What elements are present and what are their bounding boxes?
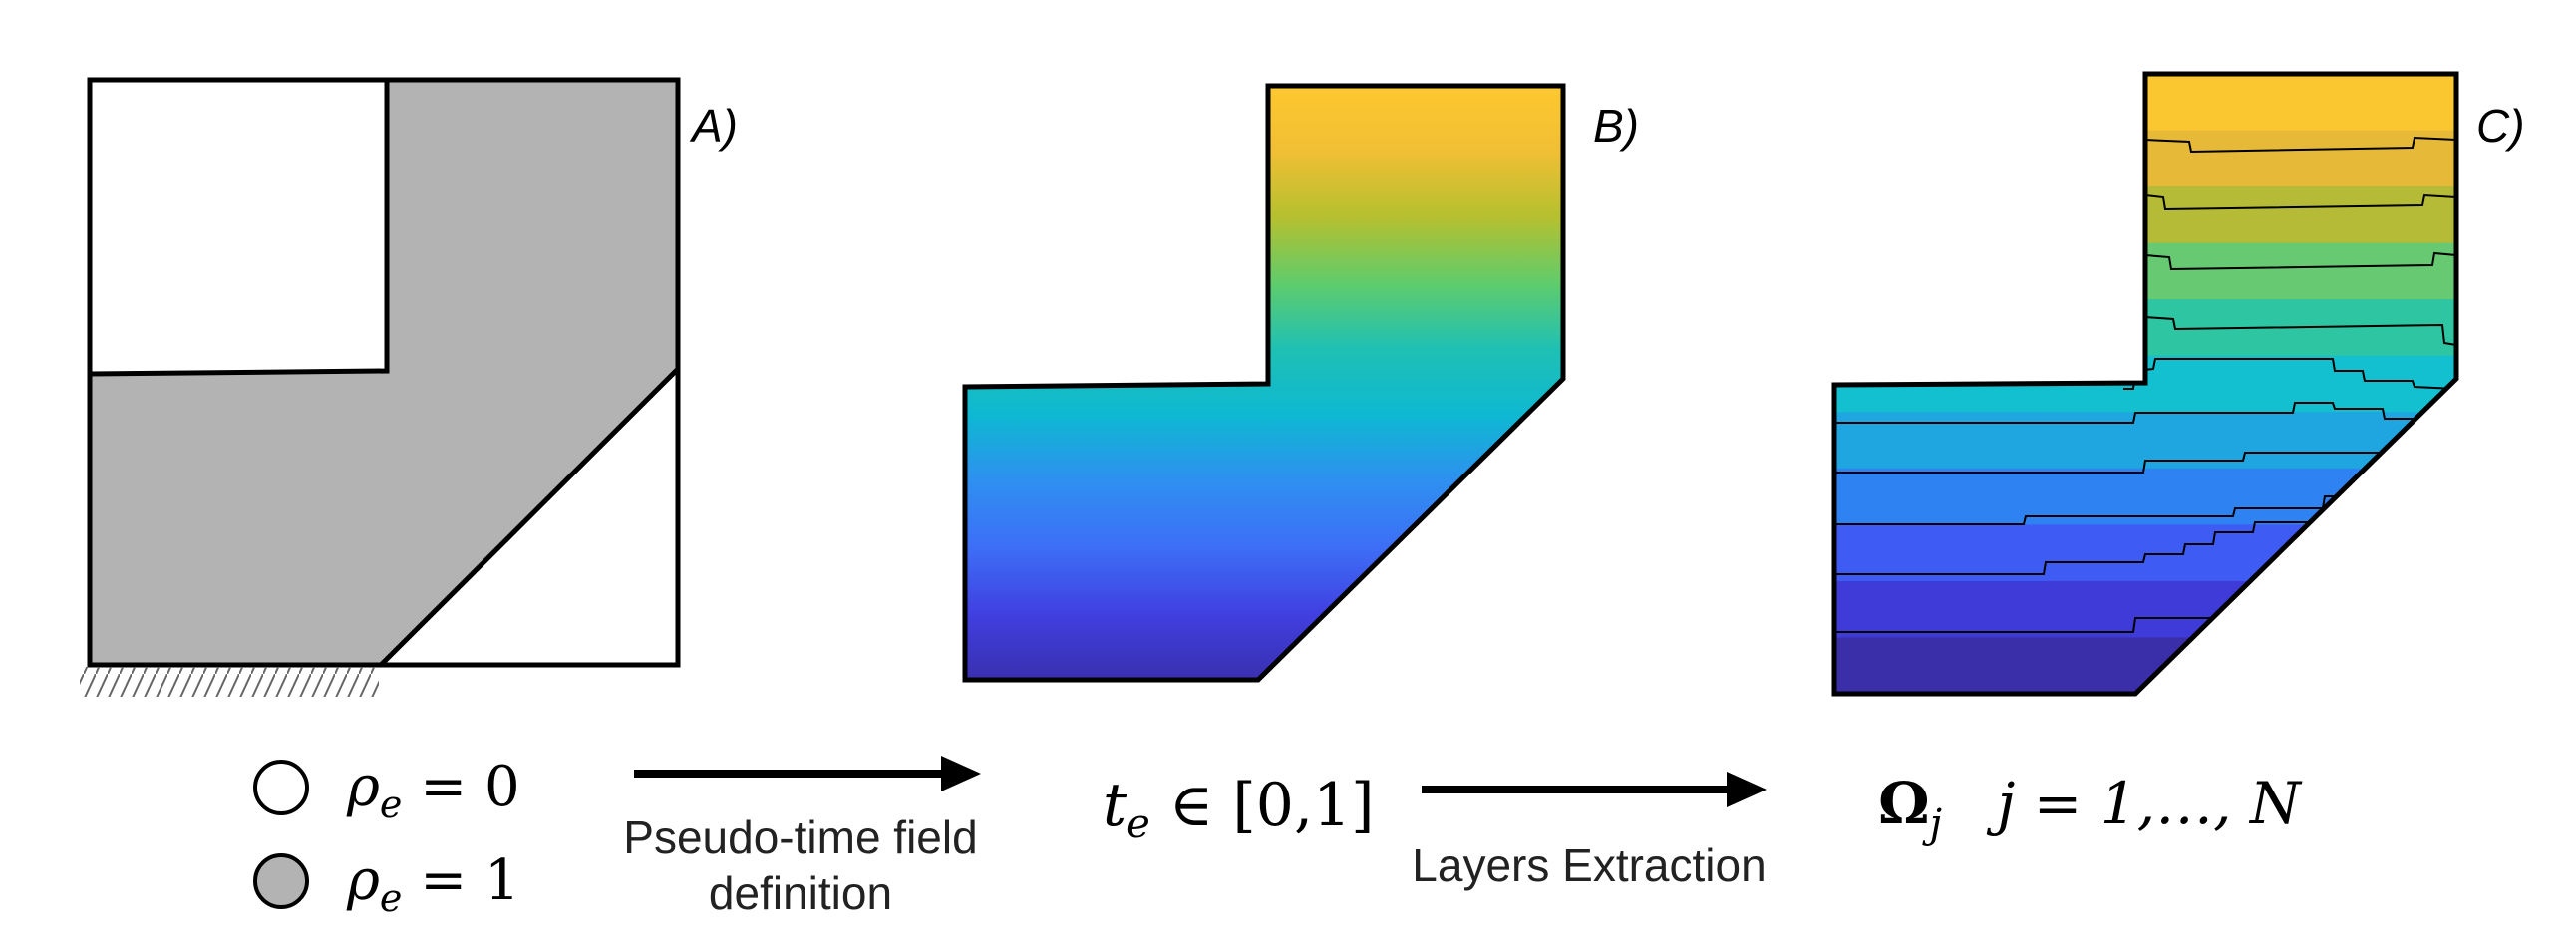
layer-boundaries (1834, 136, 2456, 633)
solid-density-value: = 1 (402, 848, 519, 913)
void-density-label: ρe = 0 (346, 755, 520, 826)
layer-boundary-9 (1834, 521, 2456, 575)
pseudo-time-range: ∈ [0,1] (1150, 771, 1375, 840)
arrow-head-2 (1727, 772, 1767, 807)
void-element-symbol (253, 760, 309, 815)
panel-b-pseudo-time-field: B) (962, 83, 1639, 683)
pseudo-time-symbol: t (1103, 771, 1127, 840)
step-arrow-pseudo-time: Pseudo-time field definition (623, 756, 981, 919)
step-arrow-layers: Layers Extraction (1412, 772, 1767, 891)
layer-boundary-8 (1834, 495, 2456, 525)
design-domain-border (87, 77, 681, 668)
layer-boundary-4 (2144, 316, 2456, 346)
void-density-symbol: ρ (346, 755, 380, 819)
layer-boundary-6 (1834, 402, 2456, 424)
panel-b-label: B) (1593, 100, 1639, 152)
layer-band (1834, 580, 2456, 639)
fixed-support-hatching (80, 667, 379, 697)
pseudo-time-step-line-1: Pseudo-time field (623, 811, 977, 863)
pseudo-time-expression: te ∈ [0,1] (1103, 771, 1375, 847)
pseudo-time-step-line-2: definition (709, 867, 892, 919)
arrow-head-1 (941, 756, 981, 791)
void-density-value: = 0 (402, 755, 519, 819)
layers-extraction-step: Layers Extraction (1412, 839, 1766, 891)
layers-expression: Ωj j = 1,…, N (1878, 770, 2303, 847)
solid-density-subscript: e (380, 876, 403, 920)
pseudo-time-shape (962, 83, 1566, 683)
layers-index-range: j = 1,…, N (1942, 770, 2303, 837)
solid-density-symbol: ρ (346, 848, 380, 913)
panel-a-label: A) (689, 100, 738, 152)
layer-boundary-1 (2144, 136, 2456, 154)
solid-element-symbol (253, 853, 309, 909)
layers-symbol: Ω (1878, 770, 1930, 837)
pseudo-time-subscript: e (1127, 801, 1150, 847)
solid-density-label: ρe = 1 (346, 848, 520, 920)
layers-outline (1831, 71, 2459, 697)
layer-boundary-3 (2144, 251, 2456, 271)
layer-boundary-2 (2144, 193, 2456, 211)
density-legend: ρe = 0 ρe = 1 (253, 755, 520, 920)
panel-a-density-domain: A) (80, 77, 738, 697)
void-density-subscript: e (380, 783, 403, 826)
panel-c-label: C) (2476, 100, 2525, 152)
material-boundary (89, 80, 680, 667)
panel-c-layers: C) (1831, 71, 2525, 697)
